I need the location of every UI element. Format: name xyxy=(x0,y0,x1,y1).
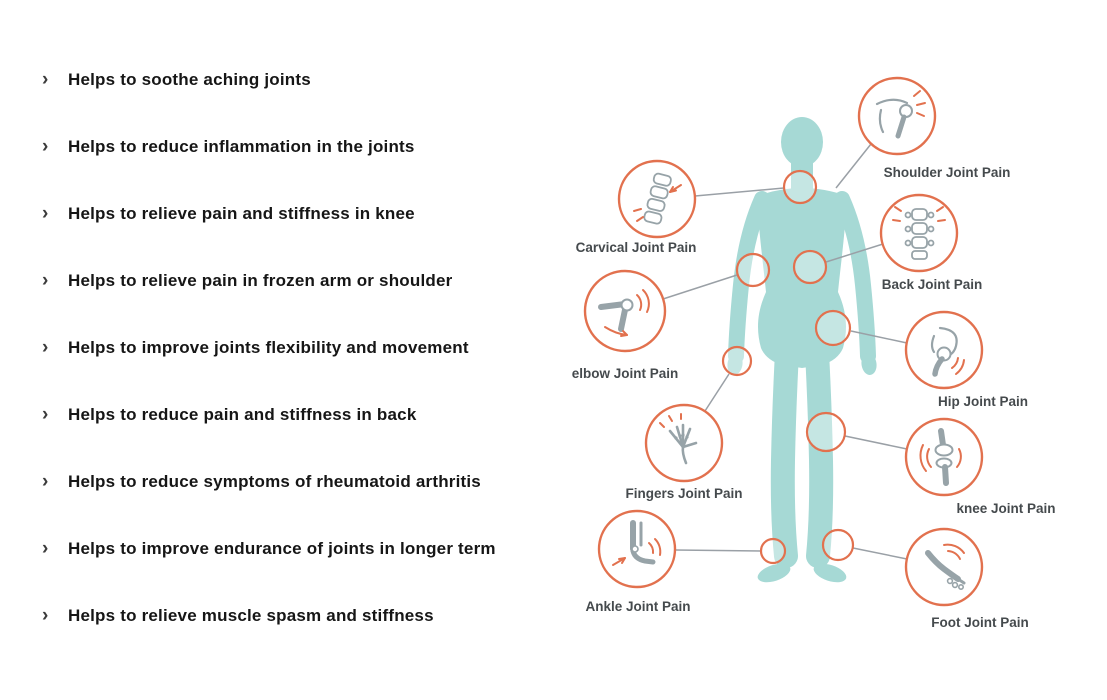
benefit-text: Helps to relieve pain in frozen arm or s… xyxy=(68,271,453,290)
marker-knee xyxy=(805,411,847,453)
marker-foot xyxy=(821,528,855,562)
benefit-item: › Helps to reduce pain and stiffness in … xyxy=(42,403,496,427)
callout-ankle: Ankle Joint Pain xyxy=(585,509,691,614)
chevron-icon: › xyxy=(42,203,49,224)
callout-back: Back Joint Pain xyxy=(879,193,983,292)
connector-ankle xyxy=(674,549,762,552)
callout-fingers: Fingers Joint Pain xyxy=(625,403,743,501)
chevron-icon: › xyxy=(42,605,49,626)
benefit-item: › Helps to reduce inflammation in the jo… xyxy=(42,135,496,159)
benefit-item: › Helps to relieve pain and stiffness in… xyxy=(42,202,496,226)
connector-hip xyxy=(850,330,908,344)
callout-label-hip: Hip Joint Pain xyxy=(938,394,1028,409)
marker-hip xyxy=(814,309,852,347)
chevron-icon: › xyxy=(42,69,49,90)
benefit-text: Helps to reduce inflammation in the join… xyxy=(68,137,415,156)
benefit-text: Helps to improve joints flexibility and … xyxy=(68,338,469,357)
benefit-item: › Helps to reduce symptoms of rheumatoid… xyxy=(42,470,496,494)
marker-chest xyxy=(792,249,828,285)
benefit-text: Helps to soothe aching joints xyxy=(68,70,311,89)
benefit-text: Helps to relieve muscle spasm and stiffn… xyxy=(68,606,434,625)
elbow-joint-icon xyxy=(598,289,650,337)
connector-cervical xyxy=(694,187,785,197)
connector-fingers xyxy=(704,373,730,412)
fingers-joint-icon xyxy=(659,413,698,465)
callout-elbow: elbow Joint Pain xyxy=(572,269,679,381)
benefits-list: › Helps to soothe aching joints › Helps … xyxy=(42,68,496,628)
hip-joint-icon xyxy=(930,326,965,377)
callout-label-fingers: Fingers Joint Pain xyxy=(625,486,742,501)
benefit-item: › Helps to soothe aching joints xyxy=(42,68,496,92)
callout-label-cervical: Carvical Joint Pain xyxy=(576,240,697,255)
shoulder-joint-icon xyxy=(875,90,926,139)
connector-shoulder xyxy=(835,143,872,189)
callout-ring xyxy=(617,159,697,239)
benefit-text: Helps to improve endurance of joints in … xyxy=(68,539,496,558)
callout-ring xyxy=(857,76,937,156)
callout-hip: Hip Joint Pain xyxy=(904,310,1028,409)
callout-label-back: Back Joint Pain xyxy=(882,277,983,292)
marker-arm xyxy=(735,252,771,288)
callout-label-foot: Foot Joint Pain xyxy=(931,615,1029,630)
benefit-item: › Helps to relieve muscle spasm and stif… xyxy=(42,604,496,628)
callout-label-ankle: Ankle Joint Pain xyxy=(585,599,690,614)
back-spine-icon xyxy=(892,206,946,260)
benefit-text: Helps to reduce pain and stiffness in ba… xyxy=(68,405,417,424)
body-silhouette xyxy=(727,117,877,583)
connector-knee xyxy=(844,435,908,450)
foot-joint-icon xyxy=(925,543,966,590)
knee-joint-icon xyxy=(919,428,962,486)
callout-ring xyxy=(904,417,984,497)
connector-back xyxy=(825,243,884,263)
body-pain-diagram: Shoulder Joint Pain Carvical Joint Pain xyxy=(572,76,1056,630)
chevron-icon: › xyxy=(42,270,49,291)
benefit-item: › Helps to improve joints flexibility an… xyxy=(42,336,496,360)
marker-ankle xyxy=(759,537,787,565)
callout-label-knee: knee Joint Pain xyxy=(956,501,1055,516)
body-pain-markers xyxy=(721,169,855,565)
connector-foot xyxy=(852,547,908,560)
chevron-icon: › xyxy=(42,471,49,492)
callout-shoulder: Shoulder Joint Pain xyxy=(857,76,1011,180)
callout-foot: Foot Joint Pain xyxy=(904,527,1029,630)
marker-hand xyxy=(721,345,753,377)
ankle-joint-icon xyxy=(612,520,662,566)
callout-label-shoulder: Shoulder Joint Pain xyxy=(884,165,1011,180)
chevron-icon: › xyxy=(42,404,49,425)
callout-knee: knee Joint Pain xyxy=(904,417,1056,516)
marker-neck xyxy=(782,169,818,205)
connector-elbow xyxy=(662,274,738,300)
callout-label-elbow: elbow Joint Pain xyxy=(572,366,679,381)
cervical-spine-icon xyxy=(633,172,682,225)
connector-lines xyxy=(662,143,908,560)
chevron-icon: › xyxy=(42,337,49,358)
callout-cervical: Carvical Joint Pain xyxy=(576,159,697,255)
benefit-text: Helps to relieve pain and stiffness in k… xyxy=(68,204,415,223)
chevron-icon: › xyxy=(42,136,49,157)
benefit-item: › Helps to relieve pain in frozen arm or… xyxy=(42,269,496,293)
benefit-item: › Helps to improve endurance of joints i… xyxy=(42,537,496,561)
benefit-text: Helps to reduce symptoms of rheumatoid a… xyxy=(68,472,481,491)
chevron-icon: › xyxy=(42,538,49,559)
